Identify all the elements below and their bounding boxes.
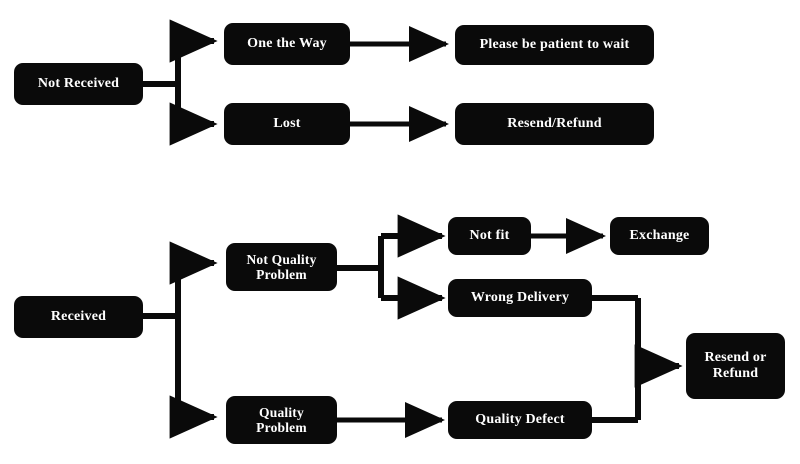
node-quality-defect-label: Quality Defect	[475, 412, 565, 428]
node-please-be-patient-to-wait-label: Please be patient to wait	[479, 37, 630, 53]
node-not-fit-label: Not fit	[469, 228, 510, 244]
node-quality-defect[interactable]: Quality Defect	[448, 401, 592, 439]
node-exchange[interactable]: Exchange	[610, 217, 709, 255]
node-not-received-label: Not Received	[37, 76, 120, 92]
edge-received-split	[143, 241, 218, 439]
node-exchange-label: Exchange	[629, 228, 690, 244]
node-not-quality-problem[interactable]: Not Quality Problem	[226, 243, 337, 291]
node-one-the-way[interactable]: One the Way	[224, 23, 350, 65]
edge-not-quality-problem-split	[337, 214, 446, 320]
node-received-label: Received	[50, 309, 107, 325]
node-lost-label: Lost	[273, 116, 301, 132]
node-resend-or-refund[interactable]: Resend or Refund	[686, 333, 785, 399]
node-not-fit[interactable]: Not fit	[448, 217, 531, 255]
node-please-be-patient-to-wait[interactable]: Please be patient to wait	[455, 25, 654, 65]
node-wrong-delivery[interactable]: Wrong Delivery	[448, 279, 592, 317]
node-not-quality-problem-label: Not Quality Problem	[246, 251, 317, 282]
node-received[interactable]: Received	[14, 296, 143, 338]
edge-merge-to-resend-or-refund	[592, 295, 683, 423]
edge-not-received-split	[143, 19, 218, 146]
node-quality-problem-label: Quality Problem	[256, 404, 307, 435]
node-resend-refund-label: Resend/Refund	[507, 116, 602, 132]
node-quality-problem[interactable]: Quality Problem	[226, 396, 337, 444]
node-resend-refund[interactable]: Resend/Refund	[455, 103, 654, 145]
node-one-the-way-label: One the Way	[247, 36, 327, 52]
node-lost[interactable]: Lost	[224, 103, 350, 145]
node-resend-or-refund-label: Resend or Refund	[704, 350, 767, 381]
node-wrong-delivery-label: Wrong Delivery	[470, 290, 570, 306]
node-not-received[interactable]: Not Received	[14, 63, 143, 105]
